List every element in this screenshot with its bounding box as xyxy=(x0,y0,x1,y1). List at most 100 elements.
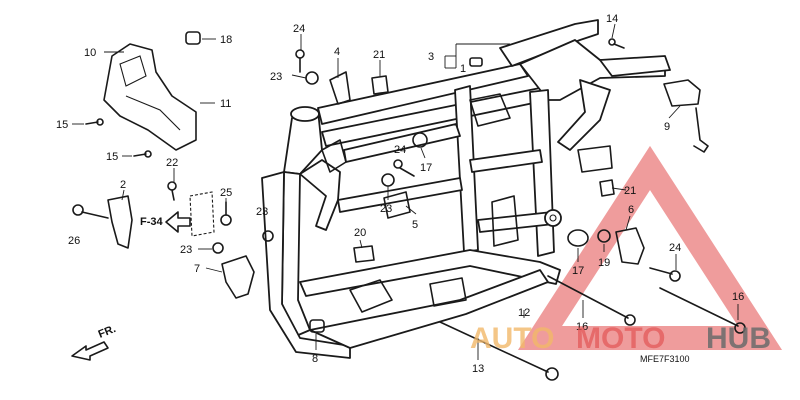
cap-17-lower[interactable] xyxy=(567,229,589,247)
callout-16-right: 16 xyxy=(732,291,744,303)
bolt-24-a[interactable] xyxy=(295,49,305,73)
callout-24-c: 24 xyxy=(669,242,681,254)
callout-23-a: 23 xyxy=(180,244,192,256)
bolt-16-lower[interactable] xyxy=(659,287,746,334)
watermark-auto: AUTO xyxy=(470,322,554,355)
callout-5: 5 xyxy=(412,219,418,231)
callout-11: 11 xyxy=(220,98,231,110)
main-frame xyxy=(261,19,671,359)
bolt-26[interactable] xyxy=(72,204,109,219)
rear-rail-upper xyxy=(499,19,599,67)
head-pipe-top xyxy=(290,106,320,122)
bolt-22[interactable] xyxy=(167,181,177,201)
callout-15-lower: 15 xyxy=(106,151,118,163)
callout-2: 2 xyxy=(120,179,126,191)
bolt-24-b[interactable] xyxy=(393,159,415,177)
seat-post-left xyxy=(454,85,479,253)
watermark-moto: MOTO xyxy=(576,322,665,355)
cap-17-upper[interactable] xyxy=(412,132,428,148)
bolt-14[interactable] xyxy=(608,38,625,49)
engine-mount-front xyxy=(491,195,519,247)
callout-25: 25 xyxy=(220,187,232,199)
bolt-16-upper[interactable] xyxy=(547,275,636,326)
bolt-24-c[interactable] xyxy=(649,267,681,282)
callout-24-a: 24 xyxy=(293,23,305,35)
swingarm-pivot-inner xyxy=(549,214,557,222)
callout-7: 7 xyxy=(194,263,200,275)
side-cover[interactable] xyxy=(103,43,197,151)
center-brace-lower xyxy=(337,177,463,213)
callout-3: 3 xyxy=(428,51,434,63)
reference-plate xyxy=(189,191,215,237)
nut-23-b[interactable] xyxy=(262,230,274,242)
nut-23-c[interactable] xyxy=(305,71,319,85)
reference-f34: F-34 xyxy=(140,216,164,228)
callout-17-lower: 17 xyxy=(572,265,584,277)
clamp-20[interactable] xyxy=(353,245,375,263)
callout-19: 19 xyxy=(598,257,610,269)
bracket-6[interactable] xyxy=(615,227,645,265)
front-arrow-icon xyxy=(71,341,109,361)
callout-10: 10 xyxy=(84,47,96,59)
grommet-19[interactable] xyxy=(597,229,611,243)
callout-1: 1 xyxy=(460,63,466,75)
callout-12: 12 xyxy=(518,307,530,319)
leader-lines xyxy=(72,23,739,360)
bolt-15-upper[interactable] xyxy=(85,118,104,126)
callout-14: 14 xyxy=(606,13,618,25)
swingarm-pivot xyxy=(544,209,562,227)
grommet-18[interactable] xyxy=(185,31,201,45)
rear-cross-member xyxy=(599,55,671,77)
callout-23-d: 23 xyxy=(380,203,392,215)
callout-6: 6 xyxy=(628,204,634,216)
plate-5[interactable] xyxy=(383,191,411,219)
side-cover-upper xyxy=(103,43,197,151)
callout-23-b: 23 xyxy=(256,206,268,218)
upper-tube-left xyxy=(317,63,529,125)
front-label: FR. xyxy=(97,323,118,341)
callout-24-b: 24 xyxy=(394,144,406,156)
callout-13: 13 xyxy=(472,363,484,375)
callout-26: 26 xyxy=(68,235,80,247)
clip-21-lower[interactable] xyxy=(599,179,615,197)
callout-21-upper: 21 xyxy=(373,49,385,61)
frame-gusset-front xyxy=(321,139,347,173)
seat-post-right xyxy=(529,89,555,257)
rear-brace xyxy=(469,149,543,173)
watermark-triangle xyxy=(517,145,783,350)
bolt-13[interactable] xyxy=(439,321,559,381)
rear-mount-plate xyxy=(577,145,613,173)
watermark-hub: HUB xyxy=(706,322,771,355)
callout-9: 9 xyxy=(664,121,670,133)
cap-1[interactable] xyxy=(469,57,483,67)
callout-21-lower: 21 xyxy=(624,185,636,197)
down-tube-right xyxy=(299,159,341,231)
nut-23-a[interactable] xyxy=(212,242,224,254)
bolt-15-lower[interactable] xyxy=(133,150,152,158)
engine-mount-lower xyxy=(429,277,467,307)
bracket-4[interactable] xyxy=(329,71,351,105)
callout-18: 18 xyxy=(220,34,232,46)
callout-22: 22 xyxy=(166,157,178,169)
lower-rail-right xyxy=(309,269,549,349)
collar-8[interactable] xyxy=(309,319,325,333)
callout-23-c: 23 xyxy=(270,71,282,83)
bracket-2[interactable] xyxy=(107,195,133,249)
nut-23-d[interactable] xyxy=(381,173,395,187)
callout-4: 4 xyxy=(334,46,340,58)
side-cover-rib xyxy=(125,95,181,131)
cradle-bracket xyxy=(349,279,393,313)
watermark-logo xyxy=(517,145,783,350)
rear-rail-long xyxy=(519,39,666,101)
steering-lock-9[interactable] xyxy=(663,79,709,153)
clip-21-upper[interactable] xyxy=(371,75,389,95)
callout-17-upper: 17 xyxy=(420,162,432,174)
watermark-text: AUTO MOTO HUB xyxy=(470,322,771,355)
bracket-7[interactable] xyxy=(221,255,255,299)
frame-gusset-rear xyxy=(469,93,511,127)
rear-stay xyxy=(557,79,611,151)
callout-15-upper: 15 xyxy=(56,119,68,131)
diagram-code: MFE7F3100 xyxy=(640,354,690,364)
bolt-25[interactable] xyxy=(220,201,232,226)
